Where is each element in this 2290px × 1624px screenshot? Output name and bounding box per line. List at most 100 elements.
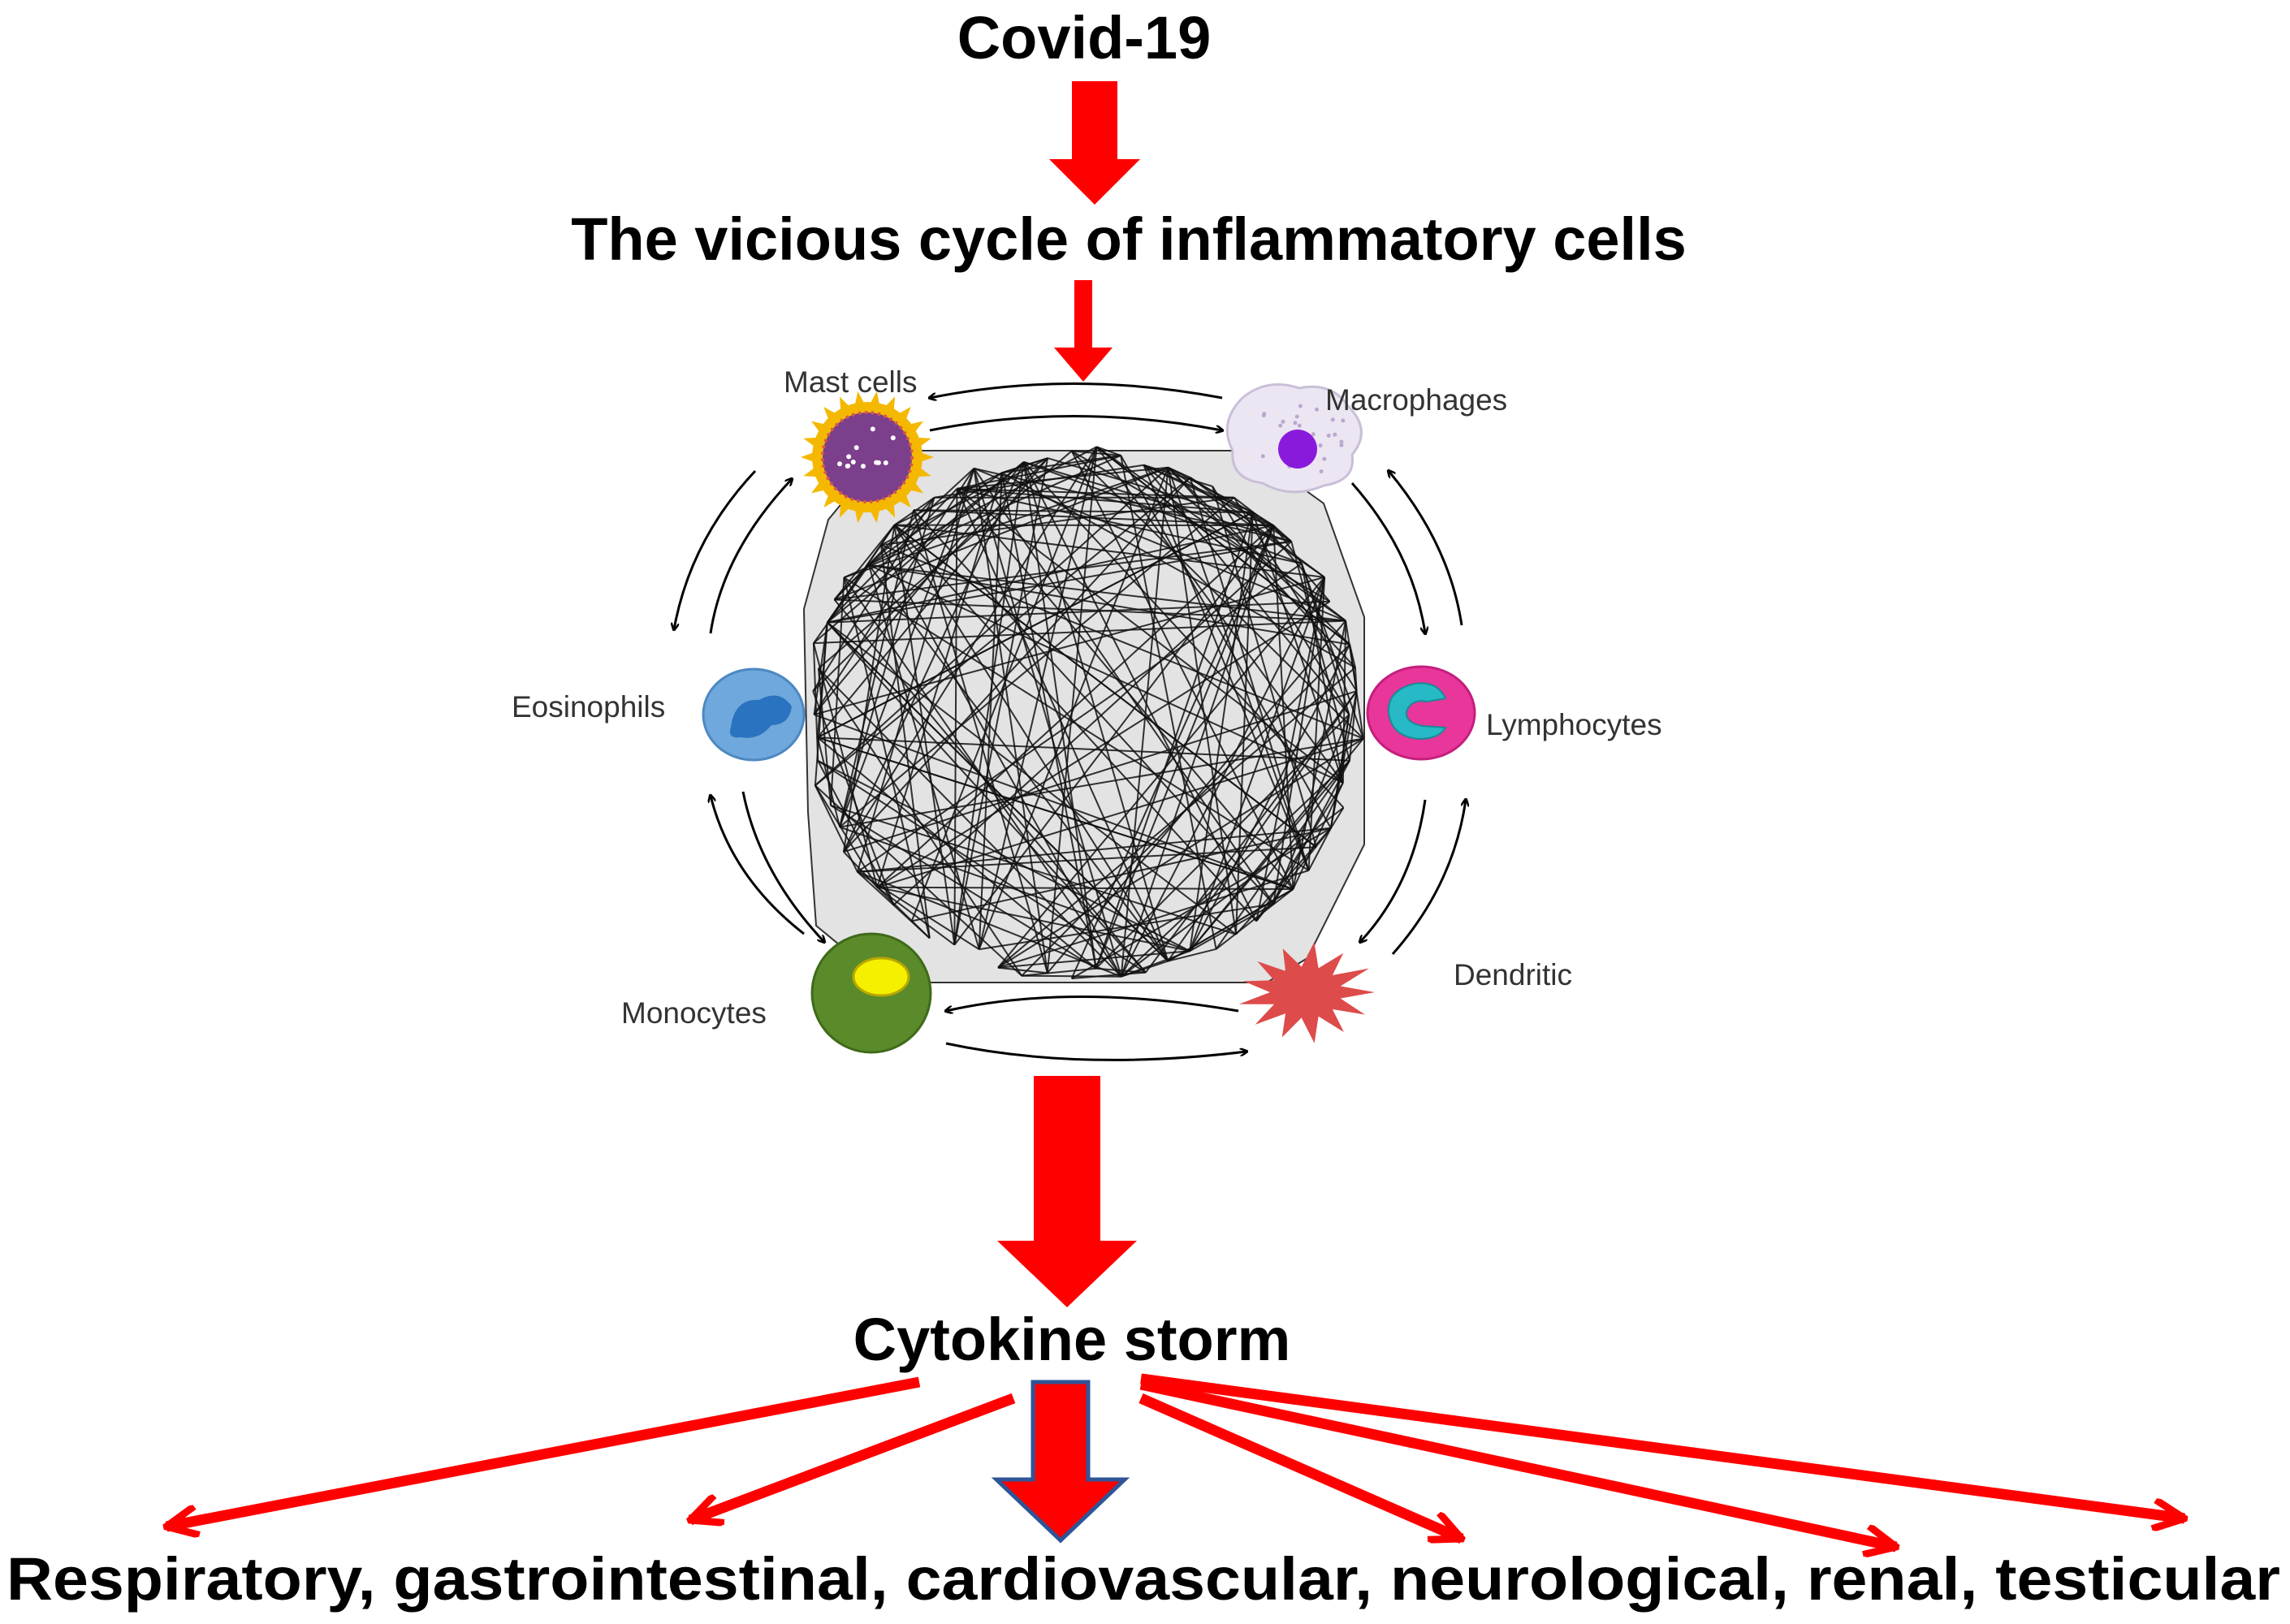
mast-spike <box>839 499 853 518</box>
network-edge <box>830 804 1237 935</box>
mast-granule <box>875 460 881 465</box>
network-edge <box>1251 512 1344 784</box>
network-edge <box>876 600 1331 888</box>
network-edge <box>1342 620 1347 784</box>
network-edge <box>1022 461 1258 922</box>
outcome-arrows <box>166 1373 2184 1547</box>
macrophage-granule <box>1333 432 1337 437</box>
mast-granule <box>845 463 851 469</box>
network-edge <box>1095 967 1146 974</box>
network-edge <box>827 540 1292 624</box>
mast-spike <box>853 391 866 409</box>
network-edge <box>814 784 1022 977</box>
macrophage-granule <box>1339 439 1344 444</box>
mast-granule <box>850 460 856 464</box>
network-edge <box>839 737 1363 828</box>
network-edge <box>1143 464 1310 871</box>
network-edge <box>868 468 975 566</box>
mast-spike <box>882 396 896 415</box>
cycle-arrow <box>1360 799 1427 942</box>
network-edge <box>817 736 1294 890</box>
network-edge <box>1300 563 1350 715</box>
covid-label: Covid-19 <box>957 4 1212 71</box>
cycle-arrow <box>711 796 805 935</box>
macrophage-granule <box>1318 443 1323 448</box>
network-edge <box>834 540 1292 601</box>
mast-granule <box>870 426 875 432</box>
network-edge <box>843 690 1357 853</box>
network-edge <box>880 457 1048 546</box>
network-edge <box>1120 455 1332 829</box>
network-edge <box>1070 450 1364 740</box>
mast-granule <box>890 435 896 441</box>
network-edge <box>1120 467 1169 977</box>
cycle-arrow <box>1350 482 1425 633</box>
network-edge <box>957 466 1169 490</box>
network-edge <box>876 886 931 939</box>
monocyte-icon <box>810 932 932 1054</box>
network-edge <box>833 598 1147 974</box>
mast-spike <box>868 391 881 409</box>
network-edge <box>1167 948 1216 962</box>
mast-granule <box>846 454 852 460</box>
network-edge <box>857 563 1303 873</box>
network-edge <box>1233 496 1292 542</box>
network-edge <box>877 886 1294 890</box>
network-edge <box>834 598 1346 622</box>
label-lymphocytes: Lymphocytes <box>1486 708 1662 741</box>
outcomes-label: Respiratory, gastrointestinal, cardiovas… <box>6 1545 2280 1613</box>
mast-spike <box>853 505 866 524</box>
network-edge <box>913 509 1274 526</box>
network-edge <box>978 447 1098 950</box>
network-edge <box>880 544 1364 740</box>
cycle-title: The vicious cycle of inflammatory cells <box>571 205 1687 273</box>
network-edge <box>997 667 1356 969</box>
network-edge <box>1001 472 1356 668</box>
network-edge <box>997 737 1364 969</box>
label-mast-cells: Mast cells <box>784 365 917 399</box>
cycle-arrow <box>945 1042 1247 1061</box>
network-edge <box>844 466 1169 579</box>
macrophage-granule <box>1315 407 1319 412</box>
network-edge <box>827 621 1169 962</box>
eosinophil-icon <box>702 667 806 762</box>
network-edge <box>868 564 1169 962</box>
cycle-arrow <box>929 415 1222 431</box>
mast-spike <box>913 437 931 449</box>
network-edge <box>1167 690 1358 962</box>
cycle-arrows <box>674 382 1466 1061</box>
cycle-arrow <box>674 469 757 629</box>
macrophage-granule <box>1330 417 1335 422</box>
network-edge <box>1215 760 1350 950</box>
network-edge <box>812 642 879 888</box>
mast-granule <box>853 445 859 451</box>
network-edge <box>1022 461 1345 809</box>
macrophage-granule <box>1298 404 1303 408</box>
label-dendritic: Dendritic <box>1454 958 1572 991</box>
network-edge <box>1292 782 1344 890</box>
network-edge <box>1235 512 1254 935</box>
network-edge <box>1022 461 1169 961</box>
network-edge <box>839 826 1190 952</box>
network-edge <box>913 509 1253 513</box>
network-edge <box>956 488 1294 890</box>
mast-spike <box>895 490 911 508</box>
network-edge <box>957 487 1234 499</box>
network-edge <box>953 488 958 945</box>
network-edge <box>953 461 1025 945</box>
network-edge <box>827 621 1147 974</box>
network-edge <box>833 524 896 601</box>
network-edge <box>1167 466 1254 513</box>
mast-cell-icon <box>801 391 934 524</box>
macrophage-granule <box>1260 454 1265 459</box>
macrophage-granule <box>1322 456 1327 461</box>
network-edge <box>1330 807 1345 829</box>
network-edge <box>868 564 1344 784</box>
dendritic-cell-icon <box>1238 942 1375 1043</box>
cycle-arrow <box>930 382 1223 399</box>
network-edge <box>1022 974 1121 978</box>
network-edge <box>818 667 1122 978</box>
network-edge <box>880 544 1122 978</box>
macrophage-granule <box>1339 443 1344 447</box>
arrow-covid-to-cycle <box>1049 81 1140 205</box>
